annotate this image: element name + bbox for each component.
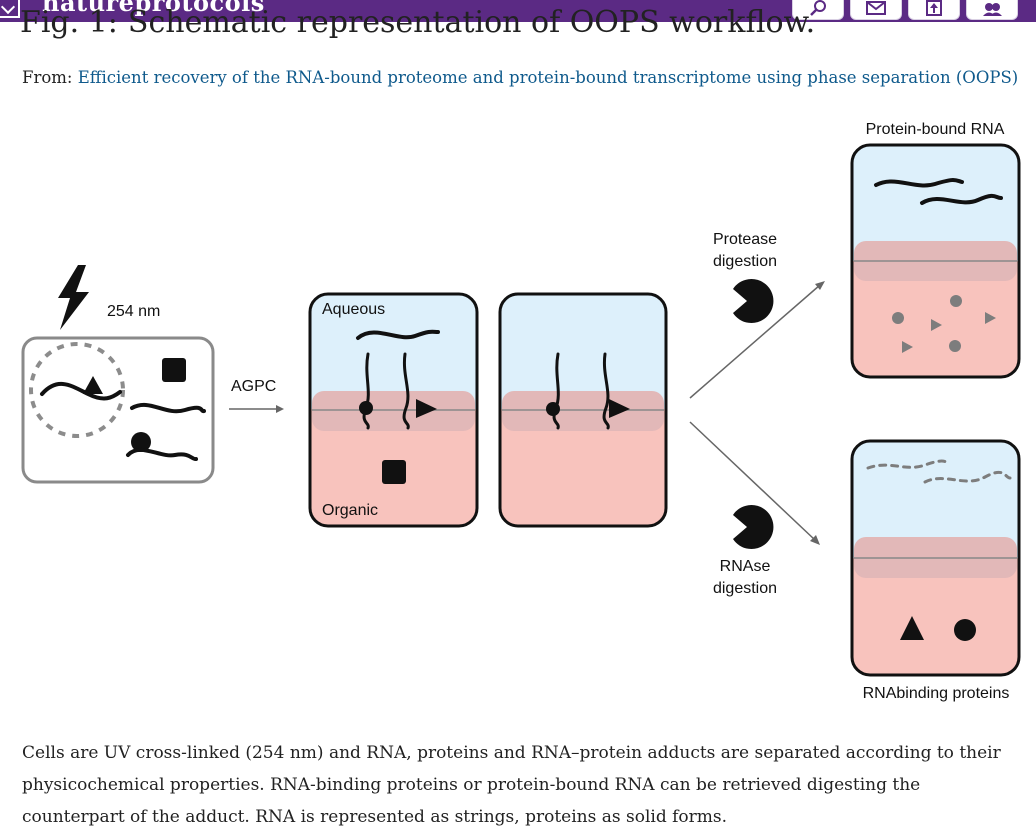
protease-label-line1: Protease — [713, 231, 777, 248]
rbp-triangle — [900, 616, 924, 640]
lightning-bolt-icon — [58, 265, 89, 330]
protein-bound-rna-tube — [850, 143, 1021, 379]
upload-icon — [926, 0, 942, 16]
email-button[interactable] — [850, 0, 902, 20]
top-navigation-bar: natureprotocols — [0, 0, 1036, 22]
uv-wavelength-label: 254 nm — [107, 303, 160, 320]
figure-number: Fig. 1: — [20, 5, 118, 40]
mail-icon — [866, 0, 886, 15]
figure-title: Fig. 1: Schematic representation of OOPS … — [20, 6, 815, 40]
recovered-rna-strand-1 — [874, 178, 964, 188]
figure-caption: Cells are UV cross-linked (254 nm) and R… — [22, 743, 1001, 827]
source-line: From: Efficient recovery of the RNA-boun… — [22, 67, 1018, 89]
rnase-path-arrowhead — [810, 535, 820, 545]
organic-protein-square — [382, 460, 406, 484]
protein-bound-rna-label: Protein-bound RNA — [866, 121, 1005, 138]
protein-circle — [131, 432, 151, 452]
protein-square — [162, 358, 186, 382]
interphase-tube — [498, 292, 668, 528]
protein-triangle-in-cell — [83, 376, 103, 394]
share-button[interactable] — [908, 0, 960, 20]
organic-phase-label: Organic — [322, 502, 378, 519]
adduct-rna-strand-2 — [402, 352, 410, 430]
agpc-arrowhead — [276, 405, 284, 413]
people-icon — [983, 2, 1002, 16]
oops-workflow-figure[interactable]: 254 nm AGPC Aqueous Organic Protea — [0, 110, 1036, 710]
digested-rna-fragment-1 — [866, 459, 952, 470]
protease-path-arrow — [689, 284, 821, 399]
bound-rna-strand — [126, 447, 198, 462]
menu-toggle-icon[interactable] — [0, 0, 20, 18]
interphase-protein-triangle — [609, 399, 630, 418]
aqueous-phase-label: Aqueous — [322, 301, 385, 318]
aqueous-rna-strand — [356, 329, 440, 340]
journal-logo[interactable]: natureprotocols — [42, 0, 265, 17]
interphase-rna-strand-2 — [602, 352, 610, 430]
figure-title-text: Schematic representation of OOPS workflo… — [127, 5, 816, 40]
search-button[interactable] — [792, 0, 844, 20]
protease-label-line2: digestion — [713, 253, 777, 270]
from-label: From: — [22, 68, 73, 87]
protease-enzyme-icon — [733, 279, 774, 323]
adduct-protein-circle — [359, 401, 373, 415]
rnase-label-line2: digestion — [713, 580, 777, 597]
phase-separation-tube — [308, 292, 479, 528]
free-rna-strand — [130, 402, 206, 414]
digested-peptide-fragments — [892, 295, 996, 353]
rbp-circle — [954, 619, 976, 641]
rnase-enzyme-icon — [733, 505, 774, 550]
search-icon — [810, 0, 826, 16]
adduct-protein-triangle — [416, 399, 437, 418]
rna-binding-proteins-label: RNAbinding proteins — [863, 685, 1010, 702]
protease-path-arrowhead — [815, 281, 825, 290]
source-article-link[interactable]: Efficient recovery of the RNA-bound prot… — [77, 68, 1019, 87]
digested-rna-fragment-2 — [923, 470, 1012, 484]
account-button[interactable] — [966, 0, 1018, 20]
cell-outline — [29, 342, 125, 438]
rnase-label-line1: RNAse — [720, 558, 771, 575]
rnase-path-arrow — [689, 421, 816, 541]
interphase-protein-circle — [546, 402, 560, 416]
agpc-label: AGPC — [231, 378, 276, 395]
rna-binding-proteins-tube — [850, 439, 1021, 677]
recovered-rna-strand-2 — [920, 193, 1003, 205]
